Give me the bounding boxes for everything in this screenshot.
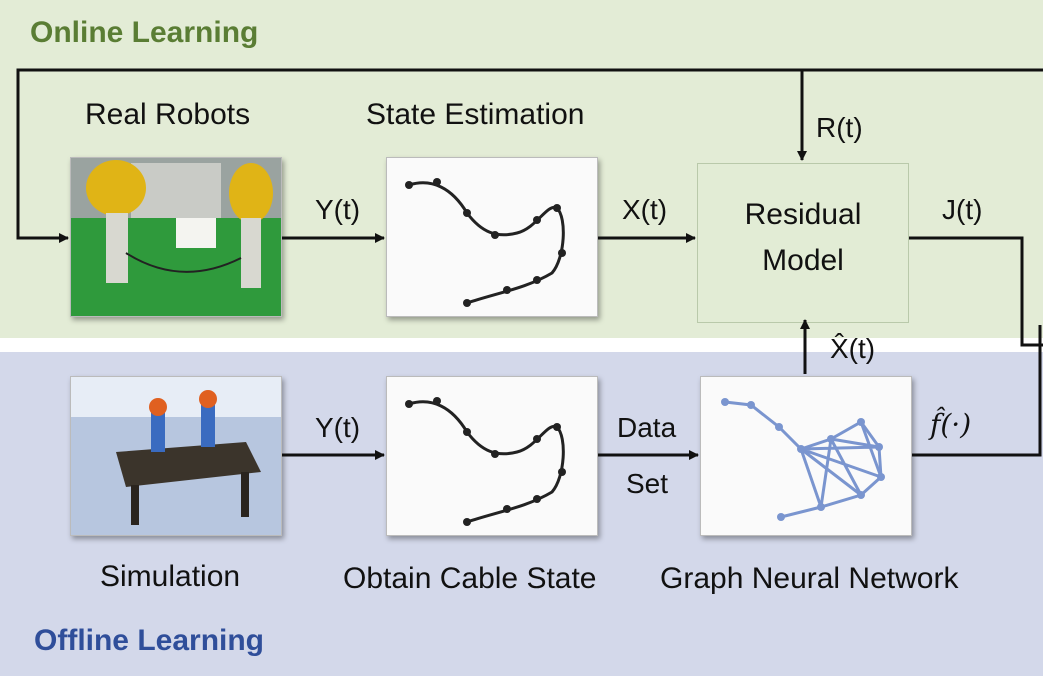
data-signal-label: Data bbox=[617, 412, 677, 443]
gnn-image bbox=[700, 376, 912, 536]
y-offline-signal-label: Y(t) bbox=[315, 412, 361, 443]
simulation-image bbox=[70, 376, 282, 536]
r-signal-label: R(t) bbox=[816, 112, 863, 143]
offline-learning-title: Offline Learning bbox=[34, 624, 265, 657]
fhat-line bbox=[912, 325, 1042, 457]
set-signal-label: Set bbox=[626, 468, 669, 499]
y-online-signal-label: Y(t) bbox=[315, 194, 361, 225]
j-line bbox=[909, 236, 1043, 347]
obtain-cable-state-image bbox=[386, 376, 598, 536]
graph-network-drawing bbox=[721, 398, 885, 521]
online-learning-title: Online Learning bbox=[30, 16, 259, 49]
state-estimation-label: State Estimation bbox=[366, 98, 585, 131]
cable-state-drawing bbox=[405, 397, 566, 526]
real-robots-scene bbox=[71, 158, 281, 316]
real-robots-image bbox=[70, 157, 282, 317]
simulation-label: Simulation bbox=[100, 560, 241, 593]
fhat-signal-label: f̂(·) bbox=[930, 408, 972, 441]
residual-model-box: Residual Model bbox=[697, 163, 909, 323]
feedback-line bbox=[16, 68, 1043, 243]
obtain-cable-state-label: Obtain Cable State bbox=[343, 562, 597, 595]
residual-model-line-2: Model bbox=[762, 244, 844, 277]
state-estimation-image bbox=[386, 157, 598, 317]
gnn-label: Graph Neural Network bbox=[660, 562, 959, 595]
residual-model-line-1: Residual bbox=[744, 198, 862, 231]
simulation-scene bbox=[71, 377, 281, 535]
real-robots-label: Real Robots bbox=[85, 98, 251, 131]
x-signal-label: X(t) bbox=[622, 194, 668, 225]
xhat-signal-label: X̂(t) bbox=[830, 333, 876, 364]
cable-state-drawing bbox=[405, 178, 566, 307]
j-signal-label: J(t) bbox=[942, 194, 983, 225]
